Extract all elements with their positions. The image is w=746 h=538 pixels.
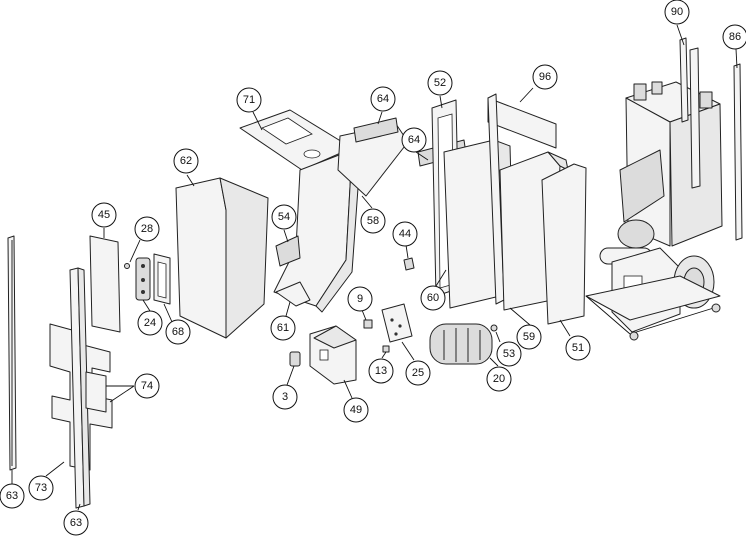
callout-58-label: 58 bbox=[367, 215, 379, 227]
callout-25-label: 25 bbox=[412, 367, 424, 379]
callout-64-top-label: 64 bbox=[377, 93, 389, 105]
callout-90: 90 bbox=[664, 0, 690, 25]
callout-64-side: 64 bbox=[401, 127, 427, 153]
callout-71: 71 bbox=[236, 87, 262, 113]
part-49-control-box bbox=[309, 325, 357, 385]
callout-13-label: 13 bbox=[375, 365, 387, 377]
callout-68: 68 bbox=[165, 319, 191, 345]
callout-62: 62 bbox=[173, 148, 199, 174]
callout-61: 61 bbox=[270, 315, 296, 341]
part-44-plate bbox=[403, 257, 415, 271]
callout-45: 45 bbox=[91, 202, 117, 228]
callout-53: 53 bbox=[496, 341, 522, 367]
callout-61-label: 61 bbox=[277, 322, 289, 334]
part-54-plate bbox=[275, 235, 301, 267]
callout-28: 28 bbox=[134, 216, 160, 242]
callout-74-label: 74 bbox=[141, 380, 153, 392]
callout-28-label: 28 bbox=[141, 223, 153, 235]
part-90-rear-rail bbox=[679, 37, 701, 189]
callout-86: 86 bbox=[722, 24, 746, 50]
callout-63-bottom-label: 63 bbox=[70, 517, 82, 529]
part-25-circuit-board bbox=[381, 303, 413, 343]
part-45-panel bbox=[89, 235, 121, 333]
callout-86-label: 86 bbox=[729, 31, 741, 43]
part-9-clip bbox=[363, 319, 373, 329]
part-64-bracket-top bbox=[353, 117, 399, 143]
part-28-screw bbox=[124, 263, 130, 269]
part-71-top-hood bbox=[239, 109, 353, 171]
part-63-left-rail bbox=[7, 235, 17, 471]
callout-9-label: 9 bbox=[357, 293, 363, 305]
callout-51: 51 bbox=[565, 335, 591, 361]
part-74-plate bbox=[85, 371, 107, 413]
callout-73: 73 bbox=[28, 475, 54, 501]
part-63-center-rail bbox=[69, 267, 91, 509]
callout-20: 20 bbox=[486, 366, 512, 392]
callout-96-label: 96 bbox=[539, 71, 551, 83]
callout-9: 9 bbox=[347, 286, 373, 312]
callout-24-label: 24 bbox=[144, 317, 156, 329]
callout-44-label: 44 bbox=[399, 228, 411, 240]
callout-63-left: 63 bbox=[0, 483, 25, 509]
callout-54-label: 54 bbox=[278, 211, 290, 223]
callout-63-left-label: 63 bbox=[6, 490, 18, 502]
part-24-bracket bbox=[135, 257, 151, 301]
part-13-connector bbox=[382, 345, 390, 353]
part-68-frame bbox=[153, 253, 171, 305]
part-62-side-panel bbox=[175, 177, 269, 339]
part-51-front-cover bbox=[541, 163, 587, 325]
callout-59-label: 59 bbox=[523, 331, 535, 343]
callout-49: 49 bbox=[343, 397, 369, 423]
callout-73-label: 73 bbox=[35, 482, 47, 494]
callout-71-label: 71 bbox=[243, 94, 255, 106]
callout-51-label: 51 bbox=[572, 342, 584, 354]
leader-lines bbox=[11, 24, 738, 511]
callout-53-label: 53 bbox=[503, 348, 515, 360]
callout-3: 3 bbox=[272, 384, 298, 410]
callout-63-bottom: 63 bbox=[63, 510, 89, 536]
callout-52-label: 52 bbox=[434, 77, 446, 89]
callout-96: 96 bbox=[532, 64, 558, 90]
callout-90-label: 90 bbox=[671, 6, 683, 18]
callout-62-label: 62 bbox=[180, 155, 192, 167]
callout-74: 74 bbox=[134, 373, 160, 399]
part-20-blower bbox=[429, 323, 493, 365]
callout-45-label: 45 bbox=[98, 209, 110, 221]
callout-59: 59 bbox=[516, 324, 542, 350]
callout-60-label: 60 bbox=[427, 292, 439, 304]
part-86-side-rail bbox=[733, 63, 743, 241]
part-96-back-frame bbox=[487, 93, 557, 305]
callout-20-label: 20 bbox=[493, 373, 505, 385]
stove-main-body bbox=[585, 81, 723, 341]
callout-68-label: 68 bbox=[172, 326, 184, 338]
callout-54: 54 bbox=[271, 204, 297, 230]
callout-64-top: 64 bbox=[370, 86, 396, 112]
callout-24: 24 bbox=[137, 310, 163, 336]
part-53-ring bbox=[490, 324, 498, 332]
callout-52: 52 bbox=[427, 70, 453, 96]
callout-49-label: 49 bbox=[350, 404, 362, 416]
callout-44: 44 bbox=[392, 221, 418, 247]
callout-25: 25 bbox=[405, 360, 431, 386]
callout-60: 60 bbox=[420, 285, 446, 311]
part-3-switch bbox=[289, 351, 301, 367]
callout-13: 13 bbox=[368, 358, 394, 384]
callout-3-label: 3 bbox=[282, 391, 288, 403]
callout-64-side-label: 64 bbox=[408, 134, 420, 146]
callout-58: 58 bbox=[360, 208, 386, 234]
